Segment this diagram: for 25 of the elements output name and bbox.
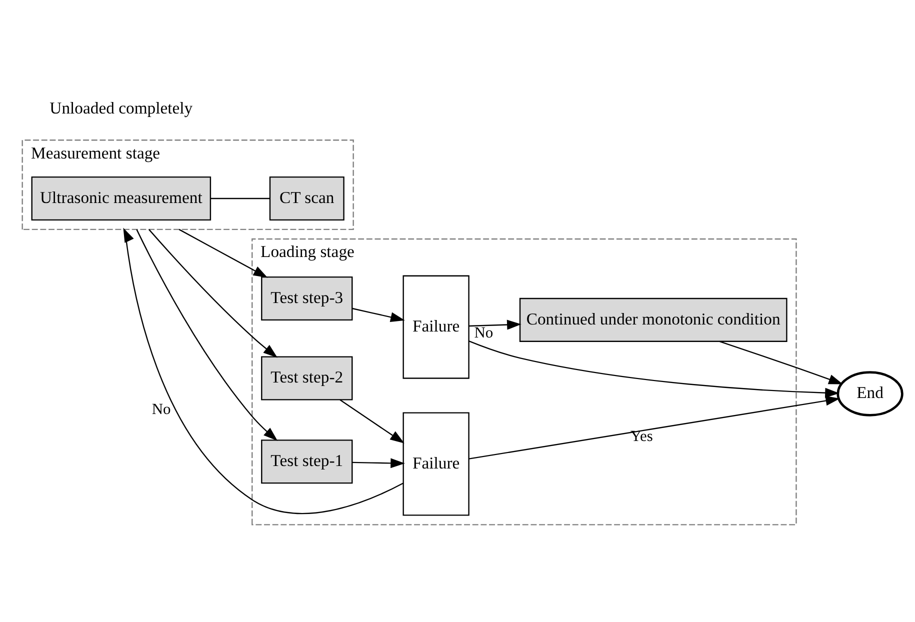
node-box: Failure: [402, 412, 470, 516]
node-box: Continued under monotonic condition: [519, 298, 788, 342]
connector: [210, 198, 270, 200]
label: Unloaded completely: [50, 98, 193, 118]
arrow: [340, 399, 404, 444]
arrow: [719, 340, 843, 384]
edge-label: No: [152, 400, 171, 418]
node-box: CT scan: [269, 176, 344, 221]
node-box: Failure: [402, 275, 470, 379]
arrow: [178, 228, 268, 278]
arrow: [468, 396, 840, 460]
node-box: Test step-2: [261, 356, 353, 400]
arrow: [136, 229, 278, 441]
arrow: [468, 340, 840, 398]
node-ellipse: End: [836, 371, 904, 416]
arrow: [148, 229, 278, 358]
node-box: Ultrasonic measurement: [31, 176, 212, 221]
arrow: [352, 308, 405, 322]
node-box: Test step-1: [261, 440, 353, 484]
arrow: [468, 320, 522, 330]
node-box: Test step-3: [261, 276, 353, 321]
arrow: [352, 458, 405, 468]
arrow: [123, 228, 404, 514]
edge-label: No: [474, 324, 494, 342]
edge-label: Yes: [630, 428, 653, 446]
